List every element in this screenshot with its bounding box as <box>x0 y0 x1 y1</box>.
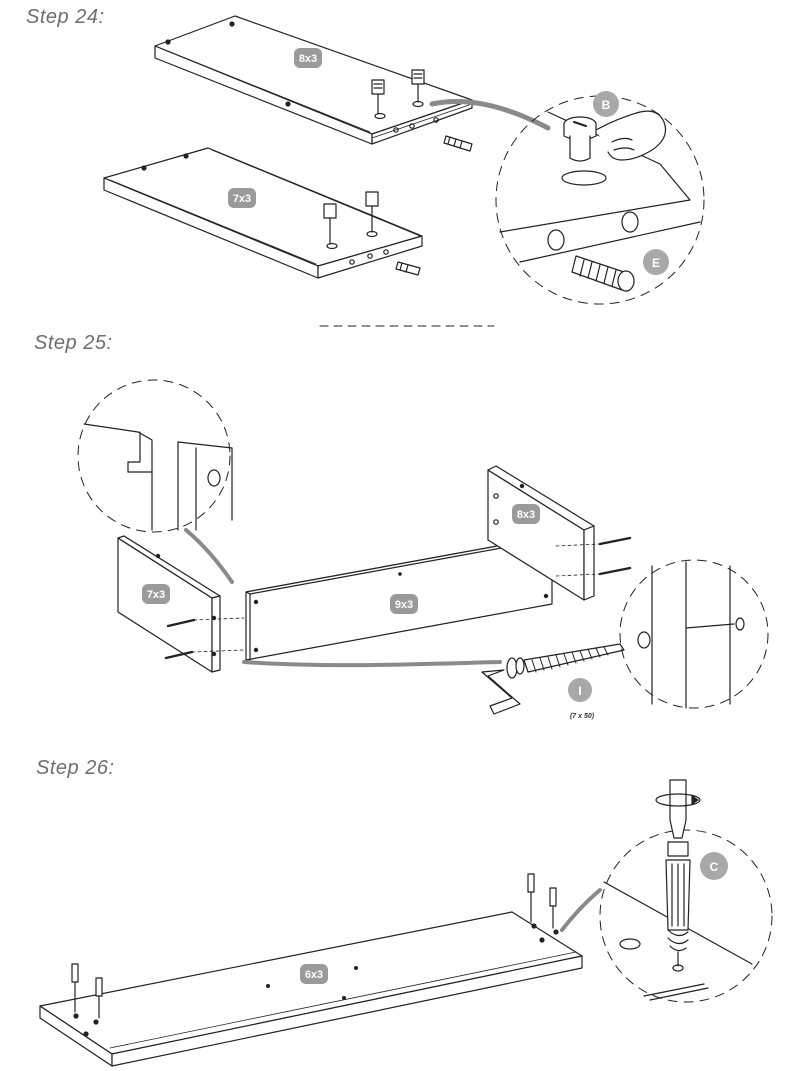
screw-size-note: (7 x 50) <box>570 713 595 720</box>
step-26-drawing: 6x3 C <box>39 779 773 1067</box>
cam-bolt-icon <box>164 617 245 660</box>
badge-8x3-step24 <box>294 48 322 68</box>
dowel-icon <box>443 135 473 152</box>
badge-7x3-step24-label: 7x3 <box>233 193 251 205</box>
callout-i <box>568 678 592 702</box>
step-24-drawing: 8x3 7x3 B <box>103 15 705 327</box>
badge-6x3-step26-label: 6x3 <box>305 969 323 981</box>
step-25-title: Step 25: <box>34 332 113 354</box>
badge-7x3-step24 <box>228 188 256 208</box>
badge-7x3-step25 <box>142 584 170 604</box>
hex-key-icon <box>481 669 521 715</box>
callout-c-label: C <box>710 860 719 874</box>
callout-e <box>643 249 669 275</box>
badge-9x3-step25-label: 9x3 <box>395 599 413 611</box>
badge-6x3-step26 <box>300 964 328 984</box>
cam-pin-icon <box>71 873 557 1019</box>
panel-7x3-step24 <box>103 147 423 279</box>
badge-9x3-step25 <box>390 594 418 614</box>
panel-8x3-step25 <box>487 465 595 601</box>
callout-b <box>593 91 619 117</box>
badge-8x3-step25 <box>512 504 540 524</box>
confirmat-screw-icon <box>506 631 651 679</box>
detail-circle-step24 <box>495 95 705 305</box>
callout-i-label: I <box>578 684 581 698</box>
panel-8x3-step24 <box>154 15 473 145</box>
detail-circle-step25-left <box>77 379 234 584</box>
callout-b-label: B <box>602 98 611 112</box>
step-26-title: Step 26: <box>36 757 115 779</box>
callout-e-label: E <box>652 256 660 270</box>
step-25-drawing: 7x3 9x3 8x3 I (7 x 50) <box>77 379 769 720</box>
screwdriver-icon <box>655 779 701 839</box>
detail-circle-step25-right <box>619 559 769 709</box>
badge-7x3-step25-label: 7x3 <box>147 589 165 601</box>
badge-8x3-step25-label: 8x3 <box>517 509 535 521</box>
cam-lock-icon <box>371 69 425 115</box>
panel-7x3-step25 <box>117 535 221 673</box>
callout-c <box>700 852 728 880</box>
panel-6x3-step26 <box>39 911 583 1067</box>
step-24-title: Step 24: <box>26 6 105 28</box>
detail-circle-step26 <box>599 829 773 1003</box>
detail-leader <box>429 99 551 131</box>
badge-8x3-step24-label: 8x3 <box>299 53 317 65</box>
